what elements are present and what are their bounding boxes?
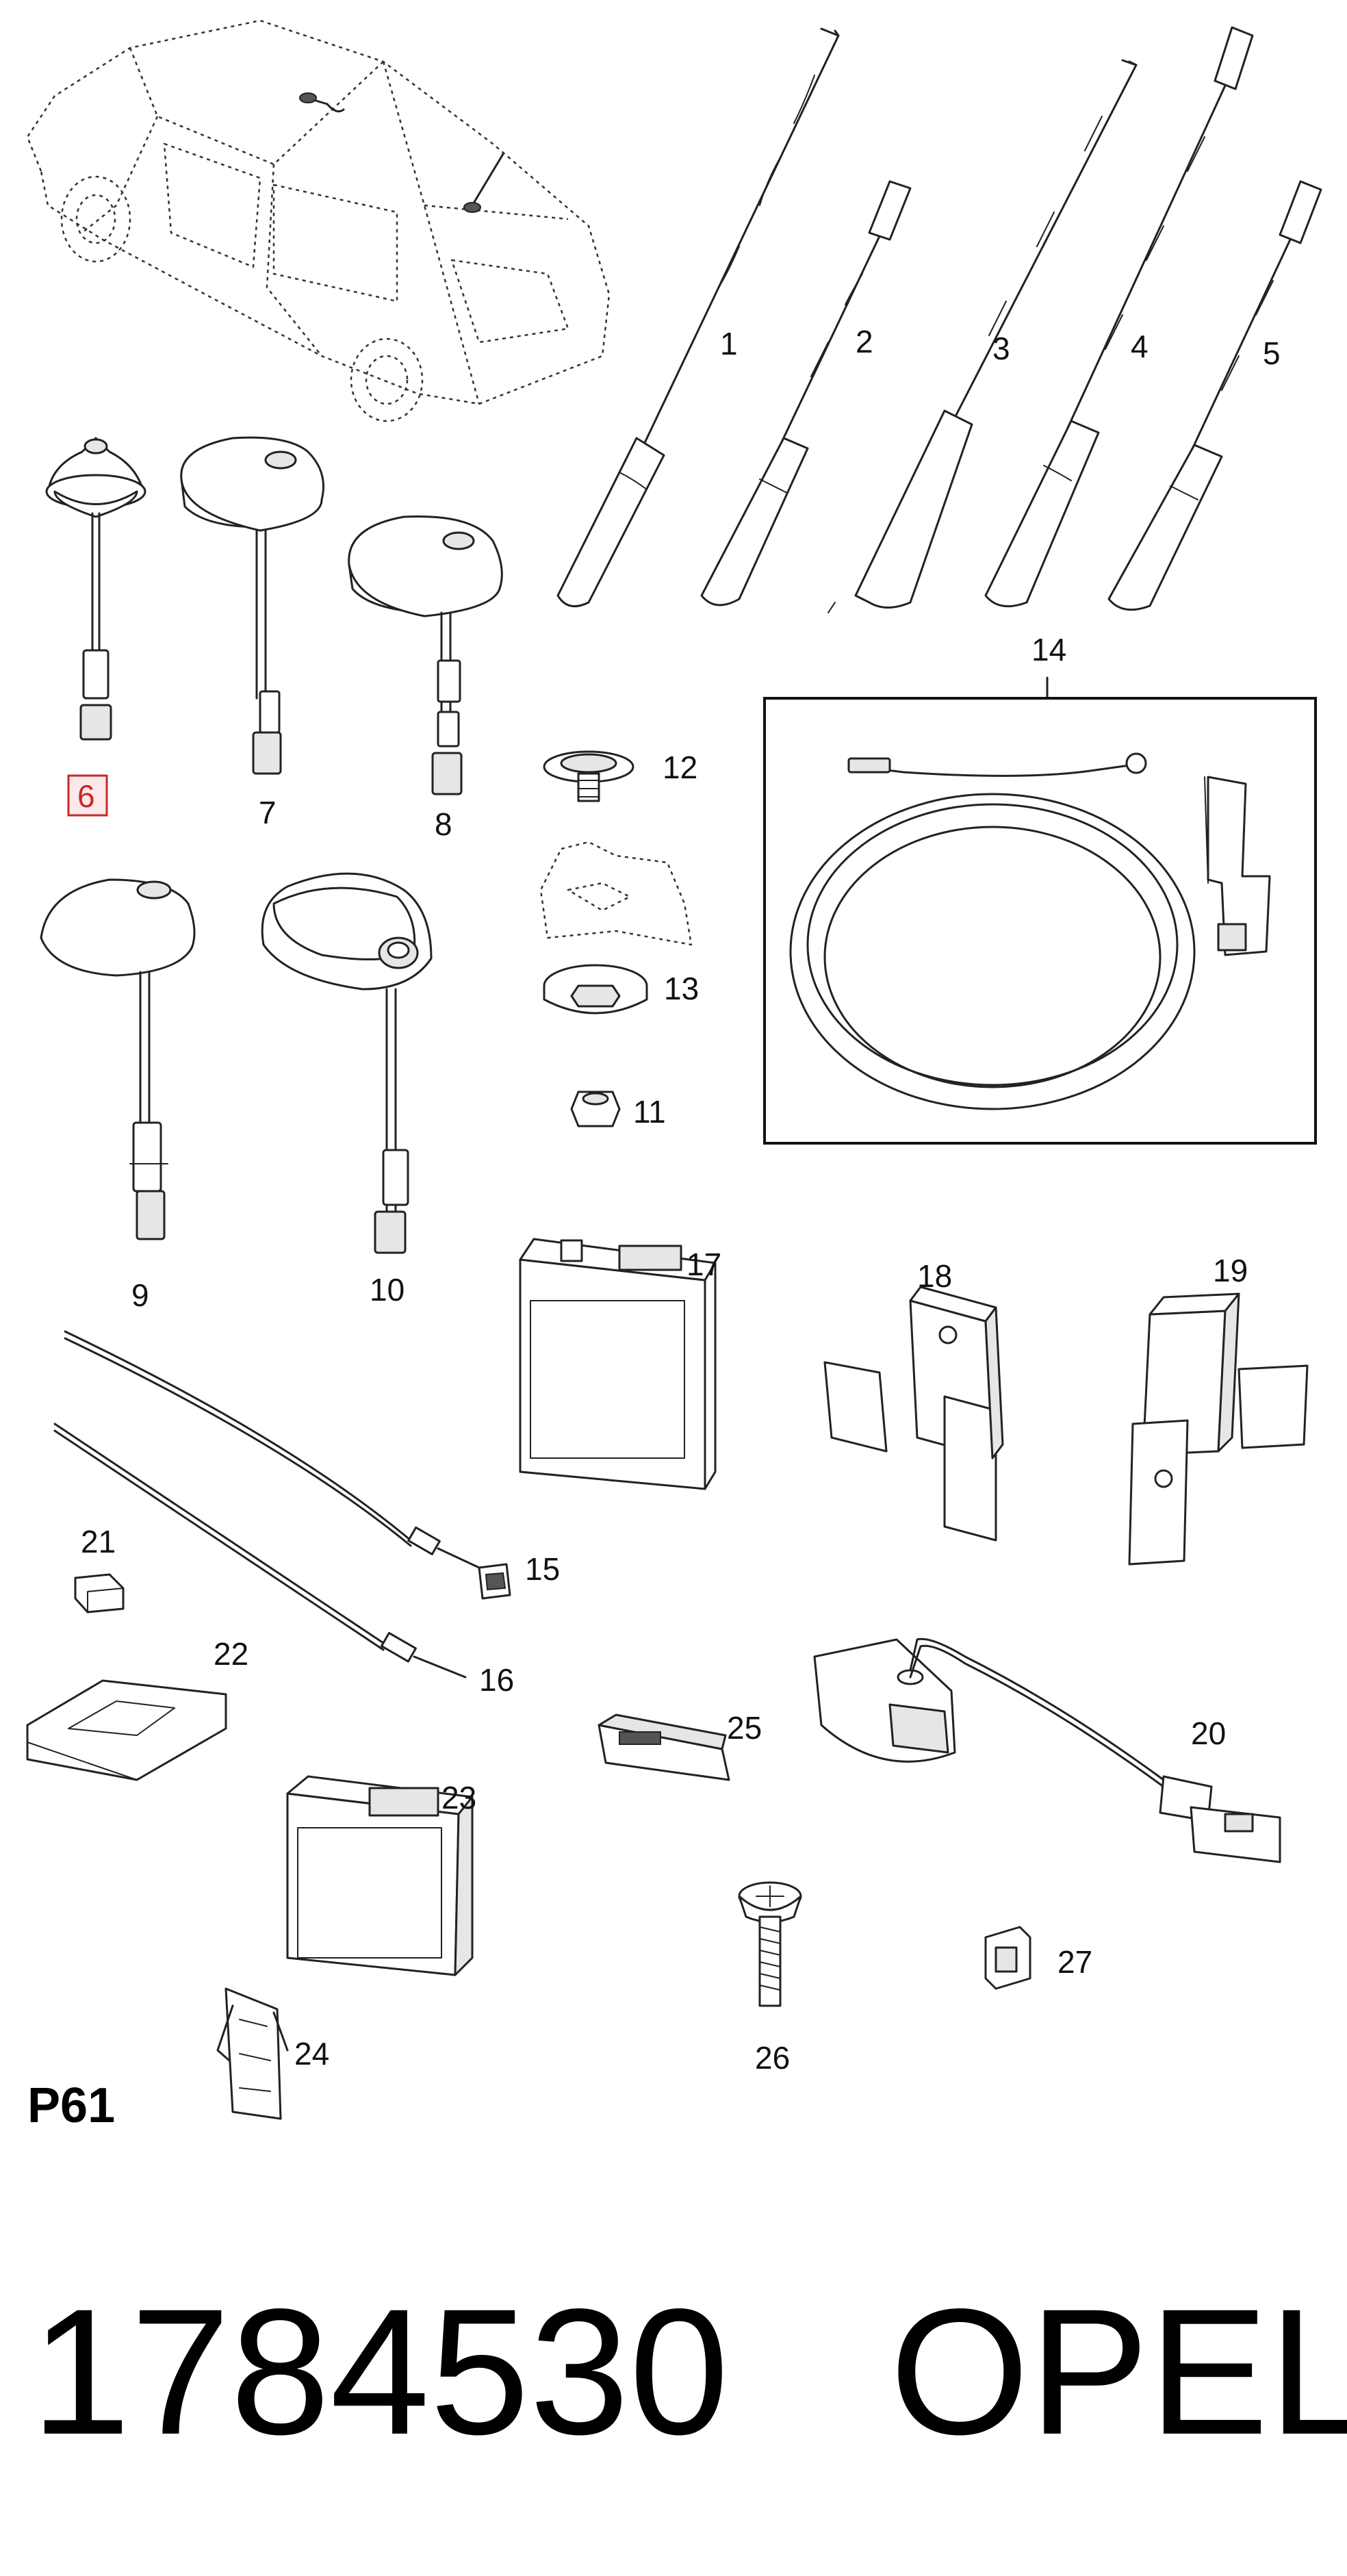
clip-21 — [74, 1573, 125, 1614]
label-15: 15 — [525, 1551, 560, 1587]
cable-kit-14 — [763, 676, 1317, 1145]
label-16: 16 — [479, 1662, 514, 1698]
antenna-rod-5 — [1107, 180, 1322, 611]
antenna-rod-2 — [700, 180, 912, 607]
label-8: 8 — [435, 806, 452, 842]
cable-16 — [53, 1423, 467, 1679]
label-17: 17 — [687, 1247, 721, 1282]
key-module-25 — [598, 1713, 730, 1781]
cable-15 — [64, 1330, 511, 1600]
vehicle-outline — [26, 19, 611, 422]
screw-26 — [738, 1881, 802, 2007]
bracket-19 — [1128, 1292, 1309, 1566]
label-22: 22 — [214, 1636, 248, 1672]
brand-name: OPEL — [890, 2271, 1347, 2472]
label-20: 20 — [1191, 1716, 1226, 1751]
label-5: 5 — [1263, 335, 1281, 371]
label-9: 9 — [131, 1277, 149, 1313]
label-13: 13 — [664, 971, 699, 1006]
roof-antenna-8 — [348, 515, 503, 795]
holder-24 — [216, 1987, 289, 2120]
kit-14-frame — [763, 697, 1317, 1145]
label-3: 3 — [992, 331, 1010, 366]
label-12: 12 — [663, 750, 697, 785]
roof-antenna-7 — [180, 436, 324, 775]
label-27: 27 — [1057, 1944, 1092, 1980]
roof-antenna-10 — [261, 872, 433, 1254]
label-1: 1 — [720, 326, 738, 361]
module-17 — [519, 1238, 717, 1490]
part-number: 1784530 — [31, 2271, 729, 2472]
antenna-rod-1 — [556, 27, 840, 608]
label-6-frame — [67, 774, 108, 817]
label-10: 10 — [370, 1272, 405, 1308]
roof-antenna-9 — [40, 878, 196, 1240]
roof-antenna-6 — [45, 437, 146, 741]
label-19: 19 — [1213, 1253, 1248, 1288]
label-23: 23 — [441, 1780, 476, 1815]
label-4: 4 — [1131, 329, 1149, 364]
label-21: 21 — [81, 1524, 116, 1559]
label-25: 25 — [727, 1710, 762, 1746]
seal-pad-13 — [539, 841, 693, 1015]
label-2: 2 — [856, 324, 873, 359]
reference-labels: 1 2 3 4 5 6 7 8 9 10 11 12 13 14 15 16 1… — [67, 324, 1281, 2076]
nut-11 — [570, 1091, 621, 1127]
label-7: 7 — [259, 795, 277, 830]
antenna-module-20 — [813, 1637, 1281, 1863]
bracket-18 — [823, 1286, 1004, 1542]
clip-27 — [984, 1926, 1031, 1990]
antenna-rod-3 — [828, 59, 1138, 613]
label-14: 14 — [1031, 632, 1066, 667]
plate-22 — [26, 1679, 227, 1781]
label-24: 24 — [294, 2036, 329, 2071]
label-11: 11 — [633, 1094, 666, 1130]
label-18: 18 — [917, 1258, 952, 1294]
module-23 — [286, 1775, 474, 1976]
label-6: 6 — [77, 778, 95, 814]
grommet-12 — [543, 750, 634, 802]
label-26: 26 — [755, 2040, 790, 2076]
antenna-rod-4 — [984, 26, 1254, 608]
page-code: P61 — [27, 2078, 115, 2133]
